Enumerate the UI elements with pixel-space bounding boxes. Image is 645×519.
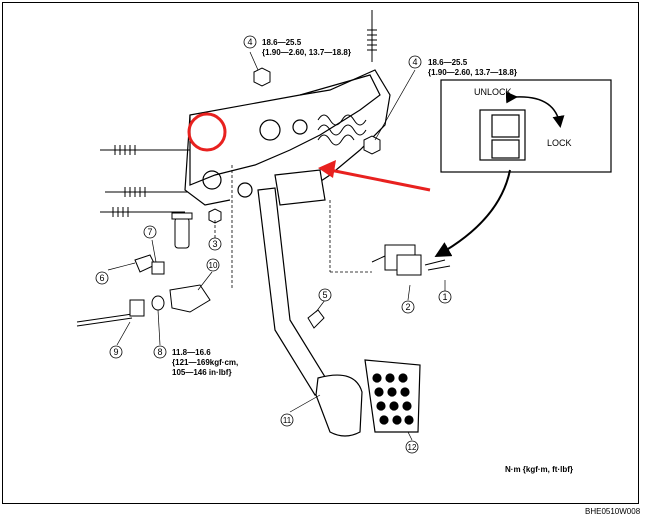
figure-frame [2, 2, 639, 504]
figure-code: BHE0510W008 [585, 507, 641, 516]
callout-11: 11 [283, 416, 292, 425]
lock-inset [440, 79, 612, 173]
return-spring [317, 114, 367, 146]
torque-value: 18.6—25.5 [428, 58, 468, 67]
pedal-pad [364, 359, 421, 433]
torque-value: 11.8—16.6 [172, 348, 211, 357]
callout-2: 2 [405, 302, 410, 312]
callout-6: 6 [99, 273, 104, 283]
highlight-circle [187, 112, 227, 152]
torque-units: {1.90—2.60, 13.7—18.8} [262, 48, 351, 57]
callout-5: 5 [322, 290, 327, 300]
lock-label: LOCK [547, 138, 572, 148]
callout-8: 8 [157, 347, 162, 357]
callout-leaders [107, 51, 446, 441]
torque-spec-top-center: 18.6—25.5 {1.90—2.60, 13.7—18.8} [262, 38, 351, 58]
pedal-arm [257, 187, 363, 437]
lock-rotate-arrow [505, 91, 565, 128]
callout-9: 9 [113, 347, 118, 357]
small-parts [76, 212, 325, 329]
highlight-arrowhead [318, 160, 336, 178]
units-note: N·m {kgf·m, ft·lbf} [505, 465, 573, 474]
torque-units: {121—169kgf·cm, [172, 358, 239, 367]
torque-spec-top-right: 18.6—25.5 {1.90—2.60, 13.7—18.8} [428, 58, 517, 78]
highlight-arrow [329, 168, 431, 192]
torque-units: {1.90—2.60, 13.7—18.8} [428, 68, 517, 77]
callout-circles [95, 35, 452, 454]
callout-3: 3 [212, 239, 217, 249]
switch-assembly [371, 244, 451, 276]
unlock-label: UNLOCK [474, 87, 512, 97]
callout-7: 7 [147, 227, 152, 237]
leader-lines [214, 165, 372, 290]
callout-1: 1 [442, 292, 447, 302]
studs [100, 10, 377, 217]
callout-4a: 4 [247, 37, 252, 47]
callout-12: 12 [408, 443, 417, 452]
callout-10: 10 [209, 261, 218, 270]
torque-units-2: 105—146 in·lbf} [172, 368, 232, 377]
inset-pointer [434, 169, 511, 257]
callout-4b: 4 [412, 57, 417, 67]
torque-value: 18.6—25.5 [262, 38, 302, 47]
torque-spec-lower-left: 11.8—16.6 {121—169kgf·cm, 105—146 in·lbf… [172, 348, 238, 378]
pedal-bracket [184, 69, 391, 206]
nuts [208, 67, 381, 224]
